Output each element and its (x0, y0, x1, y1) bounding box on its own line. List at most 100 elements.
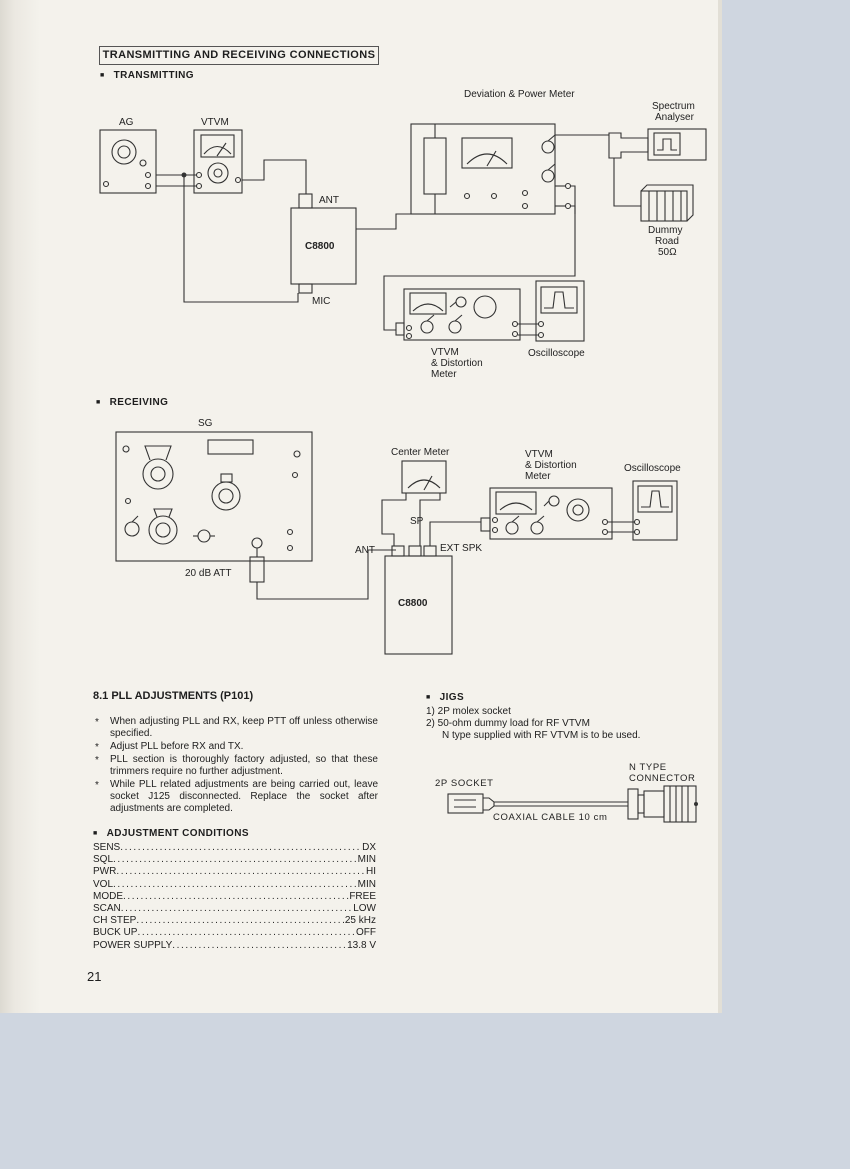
page-number: 21 (87, 969, 102, 984)
jig-item: 1) 2P molex socket (426, 706, 511, 717)
tx-vtvm-distortion-meter (395, 288, 521, 341)
page-binding-shadow (0, 0, 40, 1013)
pll-section-title: 8.1 PLL ADJUSTMENTS (P101) (93, 690, 254, 702)
condition-name: VOL (93, 878, 114, 890)
receiving-heading: RECEIVING (96, 397, 168, 408)
page-edge (718, 0, 722, 1013)
tx-label-spectrum-2: Analyser (655, 112, 695, 123)
condition-name: BUCK UP (93, 927, 138, 939)
rx-vtvm-distortion-meter (429, 487, 613, 546)
transmitting-heading: TRANSMITTING (100, 70, 194, 81)
tx-wiring (156, 134, 641, 336)
leader-dots (120, 842, 362, 854)
tx-label-dummy-2: Road (655, 236, 679, 247)
condition-value: OFF (356, 927, 376, 939)
condition-name: POWER SUPPLY (93, 939, 173, 951)
pll-notes-list: When adjusting PLL and RX, keep PTT off … (93, 716, 378, 816)
condition-name: SQL (93, 854, 114, 866)
tx-label-dummy-3: 50Ω (658, 247, 677, 258)
rx-label-sg: SG (198, 418, 213, 429)
rx-label-center-meter: Center Meter (391, 447, 450, 458)
condition-row: SENS DX (93, 842, 376, 854)
condition-row: POWER SUPPLY 13.8 V (93, 940, 376, 952)
tx-label-vtvm-dist-2: & Distortion (431, 358, 483, 369)
rx-oscilloscope (607, 480, 678, 541)
leader-dots (172, 940, 347, 952)
leader-dots (123, 891, 349, 903)
condition-row: CH STEP 25 kHz (93, 915, 376, 927)
rx-center-meter (381, 460, 447, 546)
jig-item: 2) 50-ohm dummy load for RF VTVM (426, 718, 590, 729)
manual-page: TRANSMITTING AND RECEIVING CONNECTIONS T… (0, 0, 718, 1013)
tx-label-ant: ANT (319, 195, 339, 206)
jig-label-2p-socket: 2P SOCKET (435, 778, 494, 789)
condition-value: DX (362, 842, 376, 853)
tx-label-vtvm: VTVM (201, 117, 229, 128)
condition-value: 13.8 V (347, 939, 376, 951)
tx-label-oscilloscope: Oscilloscope (528, 348, 585, 359)
rx-label-vtvm-dist-2: & Distortion (525, 460, 577, 471)
rx-label-vtvm-dist-3: Meter (525, 471, 551, 482)
condition-row: VOL MIN (93, 879, 376, 891)
pll-note: While PLL related adjustments are being … (93, 779, 378, 815)
condition-value: 25 kHz (344, 915, 376, 927)
connection-diagrams: AG VTVM ANT C8800 MIC Deviation & Power … (99, 89, 707, 823)
rx-label-c8800: C8800 (398, 598, 428, 609)
pll-note: PLL section is thoroughly factory adjust… (93, 754, 378, 778)
leader-dots (136, 915, 345, 927)
rx-label-oscilloscope: Oscilloscope (624, 463, 681, 474)
tx-label-vtvm-dist-3: Meter (431, 369, 457, 380)
tx-label-deviation-power-meter: Deviation & Power Meter (464, 89, 575, 100)
rx-label-ext-spk: EXT SPK (440, 543, 482, 554)
condition-row: SCAN LOW (93, 903, 376, 915)
tx-deviation-power-meter (410, 123, 572, 215)
condition-row: PWR HI (93, 866, 376, 878)
condition-name: SENS (93, 842, 121, 853)
section-title: TRANSMITTING AND RECEIVING CONNECTIONS (99, 46, 379, 65)
leader-dots (121, 903, 353, 915)
jigs-heading: JIGS (426, 692, 464, 703)
jig-cable-diagram (447, 785, 697, 823)
condition-row: BUCK UP OFF (93, 927, 376, 939)
tx-label-spectrum-1: Spectrum (652, 101, 695, 112)
leader-dots (137, 927, 356, 939)
jig-label-connector: CONNECTOR (629, 773, 695, 784)
condition-name: PWR (93, 866, 117, 878)
condition-value: FREE (349, 890, 376, 902)
condition-value: LOW (353, 903, 376, 915)
condition-row: MODE FREE (93, 891, 376, 903)
rx-label-att: 20 dB ATT (185, 568, 232, 579)
tx-vtvm-unit (193, 129, 243, 194)
tx-label-mic: MIC (312, 296, 330, 307)
tx-spectrum-analyser (608, 128, 707, 161)
condition-name: MODE (93, 890, 123, 902)
rx-label-sp: SP (410, 516, 424, 527)
pll-note: Adjust PLL before RX and TX. (93, 741, 378, 754)
rx-attenuator (249, 537, 396, 600)
tx-ag-unit (99, 129, 157, 194)
tx-label-ag: AG (119, 117, 134, 128)
adjustment-conditions-heading: ADJUSTMENT CONDITIONS (93, 828, 249, 839)
tx-label-c8800: C8800 (305, 241, 335, 252)
rx-label-vtvm-dist-1: VTVM (525, 449, 553, 460)
tx-dummy-load (640, 184, 694, 222)
adjustment-conditions-list: SENS DX SQL MIN PWR HI VOL MIN MODE FREE SCAN… (93, 842, 376, 952)
jig-label-coaxial-cable: COAXIAL CABLE 10 cm (493, 812, 608, 823)
condition-value: HI (366, 866, 376, 878)
condition-value: MIN (357, 878, 376, 890)
leader-dots (113, 854, 358, 866)
condition-name: SCAN (93, 903, 121, 915)
jig-label-n-type: N TYPE (629, 762, 667, 773)
condition-name: CH STEP (93, 915, 137, 927)
tx-oscilloscope (535, 280, 585, 342)
rx-sg-unit (115, 431, 313, 562)
rx-label-ant: ANT (355, 545, 375, 556)
condition-value: MIN (357, 854, 376, 866)
leader-dots (113, 879, 358, 891)
tx-label-dummy-1: Dummy (648, 225, 682, 236)
leader-dots (116, 866, 366, 878)
pll-note: When adjusting PLL and RX, keep PTT off … (93, 716, 378, 740)
condition-row: SQL MIN (93, 854, 376, 866)
jig-item-note: N type supplied with RF VTVM is to be us… (442, 730, 641, 741)
tx-label-vtvm-dist-1: VTVM (431, 347, 459, 358)
